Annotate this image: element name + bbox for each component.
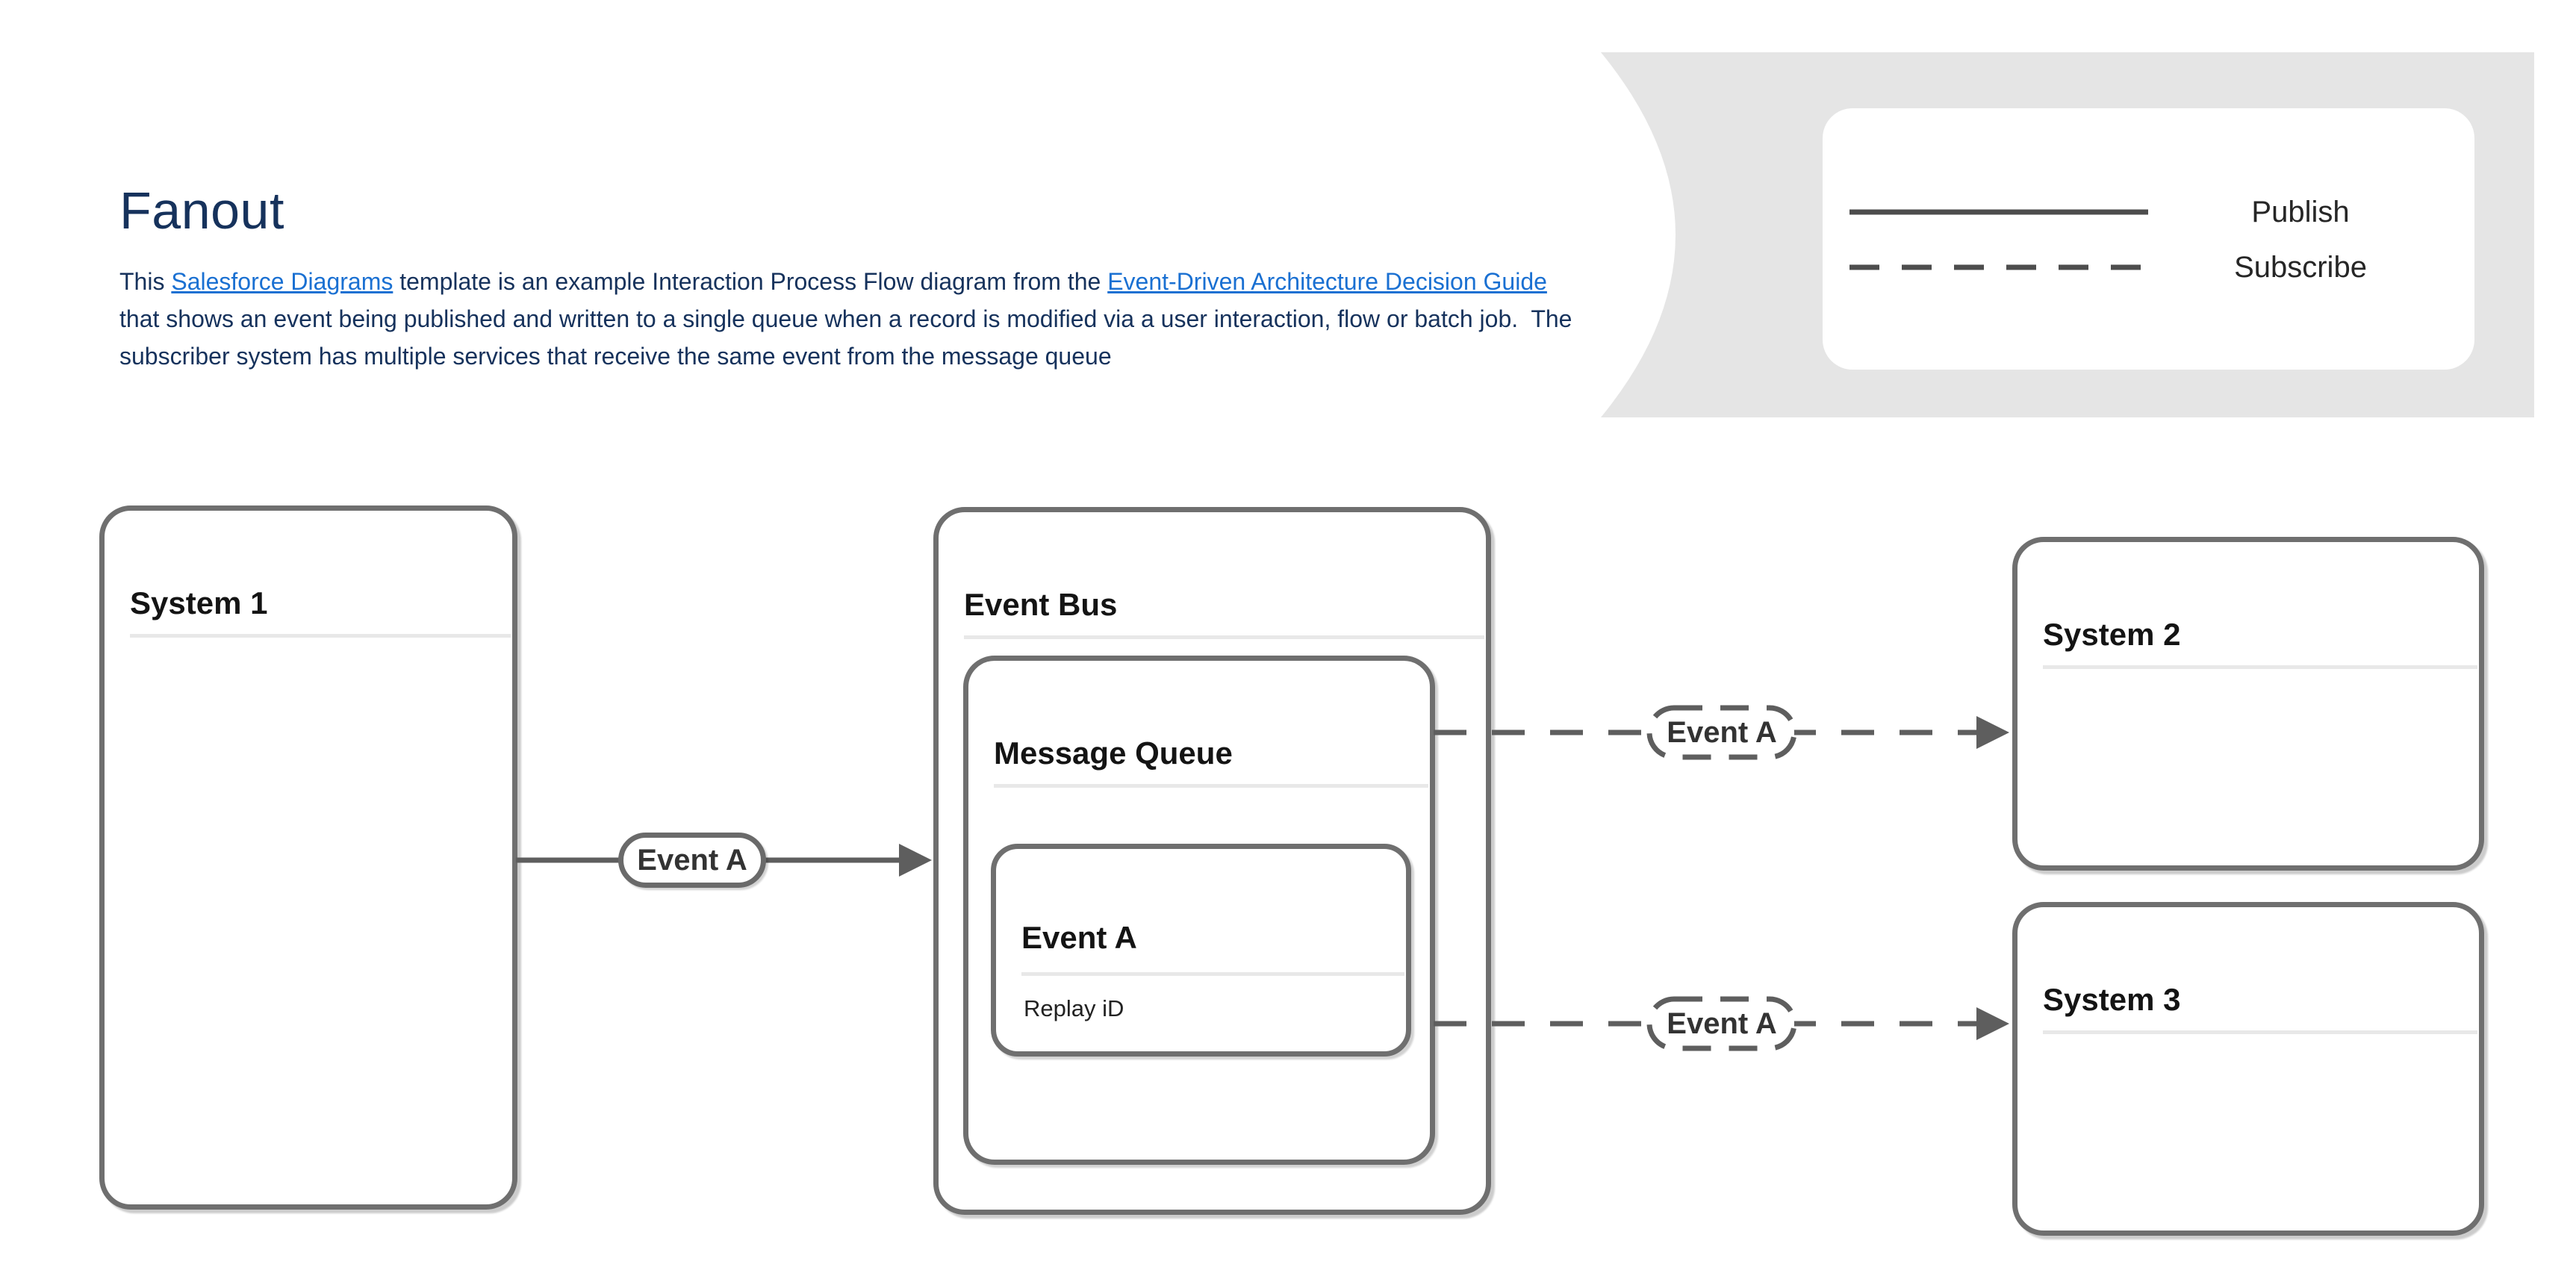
- publish-event-label-pill: Event A: [618, 833, 766, 888]
- legend-subscribe-label: Subscribe: [2234, 251, 2367, 284]
- legend-publish-label: Publish: [2251, 196, 2350, 228]
- system1-node: System 1: [99, 505, 517, 1210]
- subscribe-event-label-1: Event A: [1667, 715, 1777, 749]
- event-a-replay-id-field: Replay iD: [1024, 995, 1124, 1021]
- message-queue-divider: [994, 784, 1428, 788]
- event-a-divider: [1021, 972, 1404, 976]
- system2-node: System 2: [2012, 537, 2484, 871]
- event-bus-divider: [964, 635, 1484, 639]
- publish-line-sample: [1849, 209, 2156, 270]
- event-a-title: Event A: [1021, 920, 1137, 955]
- description-text-2: template is an example Interaction Proce…: [393, 268, 1108, 295]
- subscribe-event-label-pill-2: Event A: [1646, 996, 1797, 1051]
- system2-title: System 2: [2043, 617, 2181, 652]
- system2-divider: [2043, 665, 2477, 669]
- system1-divider: [130, 634, 511, 638]
- system3-title: System 3: [2043, 982, 2181, 1017]
- event-a-node: Event A Replay iD: [991, 844, 1411, 1057]
- description-text-1: This: [119, 268, 172, 295]
- event-driven-architecture-guide-link[interactable]: Event-Driven Architecture Decision Guide: [1107, 268, 1547, 295]
- page-title: Fanout: [119, 181, 284, 240]
- page-description: This Salesforce Diagrams template is an …: [119, 263, 1575, 375]
- event-bus-title: Event Bus: [964, 587, 1118, 622]
- subscribe-event-label-2: Event A: [1667, 1007, 1777, 1040]
- salesforce-diagrams-link[interactable]: Salesforce Diagrams: [171, 268, 393, 295]
- description-text-3: that shows an event being published and …: [119, 268, 1579, 370]
- publish-event-label: Event A: [637, 843, 747, 877]
- message-queue-title: Message Queue: [994, 735, 1233, 771]
- system3-divider: [2043, 1030, 2477, 1034]
- system1-title: System 1: [130, 585, 268, 620]
- subscribe-event-label-pill-1: Event A: [1646, 705, 1797, 760]
- system3-node: System 3: [2012, 902, 2484, 1236]
- legend-card: Publish Subscribe: [1823, 108, 2474, 370]
